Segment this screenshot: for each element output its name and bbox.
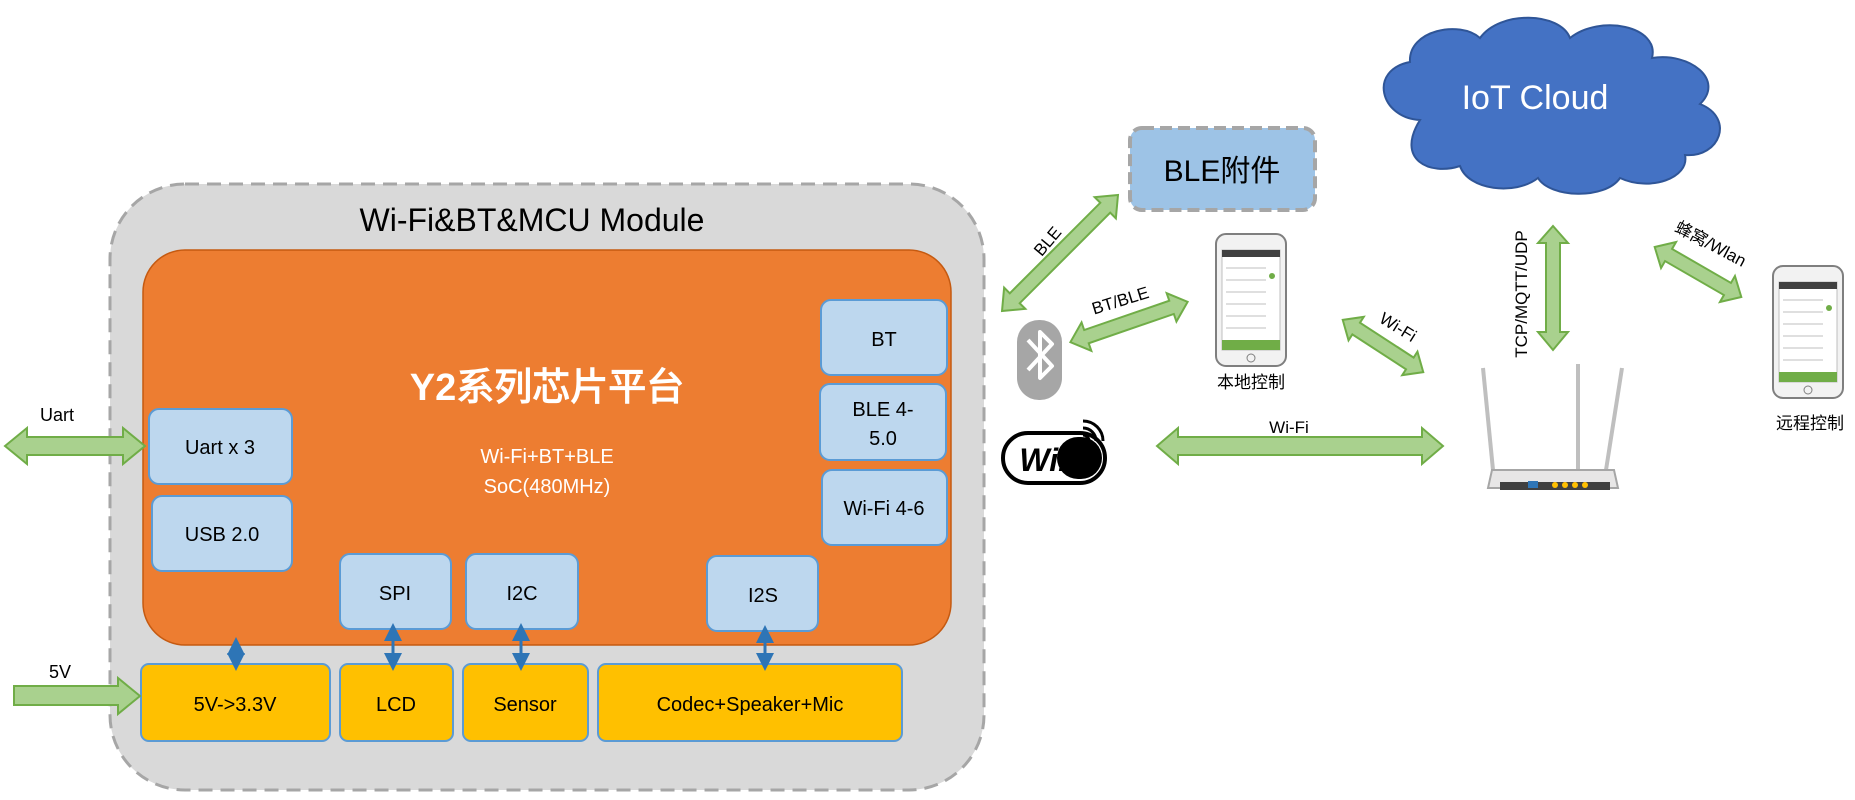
codec-box-label: Codec+Speaker+Mic — [657, 694, 844, 716]
bt-box: BT — [820, 299, 948, 376]
spi-box: SPI — [339, 553, 452, 630]
sensor-box: Sensor — [462, 663, 589, 742]
local-control-label: 本地控制 — [1217, 373, 1285, 392]
ble-box: BLE 4- 5.0 — [819, 383, 947, 461]
bt-ble-link-arrow — [1068, 291, 1190, 353]
wifi-main-link-label: Wi-Fi — [1269, 418, 1309, 437]
ble-link-arrow — [1000, 193, 1120, 313]
power-box-label: 5V->3.3V — [194, 694, 278, 716]
ble-box-label-1: BLE 4- — [852, 399, 913, 421]
uart-external-arrow — [3, 425, 147, 467]
bluetooth-icon — [1017, 320, 1062, 400]
power-box: 5V->3.3V — [140, 663, 331, 742]
wifi-logo-text: WiFi — [1019, 442, 1087, 478]
cellular-link-arrow — [1653, 240, 1743, 304]
tcp-link-arrow — [1535, 224, 1571, 352]
wifi-box: Wi-Fi 4-6 — [821, 469, 948, 546]
lcd-box: LCD — [339, 663, 454, 742]
router-icon — [1481, 364, 1624, 490]
uart-external-label: Uart — [40, 405, 74, 425]
uart-box-label: Uart x 3 — [185, 437, 255, 459]
wifi-main-link-arrow — [1155, 425, 1445, 467]
uart-box: Uart x 3 — [148, 408, 293, 485]
chip-subtitle-1: Wi-Fi+BT+BLE — [480, 446, 613, 468]
local-phone-icon — [1215, 233, 1287, 367]
sensor-box-label: Sensor — [493, 694, 557, 716]
v5-input-arrow — [13, 675, 142, 717]
v5-label: 5V — [49, 662, 71, 682]
i2s-box: I2S — [706, 555, 819, 632]
lcd-box-label: LCD — [376, 694, 416, 716]
codec-box: Codec+Speaker+Mic — [597, 663, 903, 742]
usb-box: USB 2.0 — [151, 495, 293, 572]
wifi-logo-icon: WiFi — [1001, 419, 1107, 485]
tcp-link-label: TCP/MQTT/UDP — [1512, 230, 1531, 358]
wifi-phone-link-arrow — [1341, 315, 1425, 377]
chip-title: Y2系列芯片平台 — [410, 367, 684, 409]
ble-box-label-2: 5.0 — [869, 428, 897, 450]
spi-box-label: SPI — [379, 583, 411, 605]
usb-box-label: USB 2.0 — [185, 524, 259, 546]
i2c-box: I2C — [465, 553, 579, 630]
iot-cloud: IoT Cloud — [1382, 16, 1721, 195]
remote-phone-icon — [1772, 265, 1844, 399]
chip-subtitle-2: SoC(480MHz) — [484, 476, 611, 498]
i2c-box-label: I2C — [506, 583, 537, 605]
bt-box-label: BT — [871, 329, 897, 351]
ble-accessory-label: BLE附件 — [1164, 155, 1281, 188]
ble-accessory-box: BLE附件 — [1128, 126, 1317, 212]
i2s-box-label: I2S — [748, 585, 778, 607]
iot-cloud-label: IoT Cloud — [1462, 79, 1609, 117]
remote-control-label: 远程控制 — [1776, 414, 1844, 433]
wifi-box-label: Wi-Fi 4-6 — [843, 498, 924, 520]
module-title: Wi-Fi&BT&MCU Module — [360, 202, 705, 238]
